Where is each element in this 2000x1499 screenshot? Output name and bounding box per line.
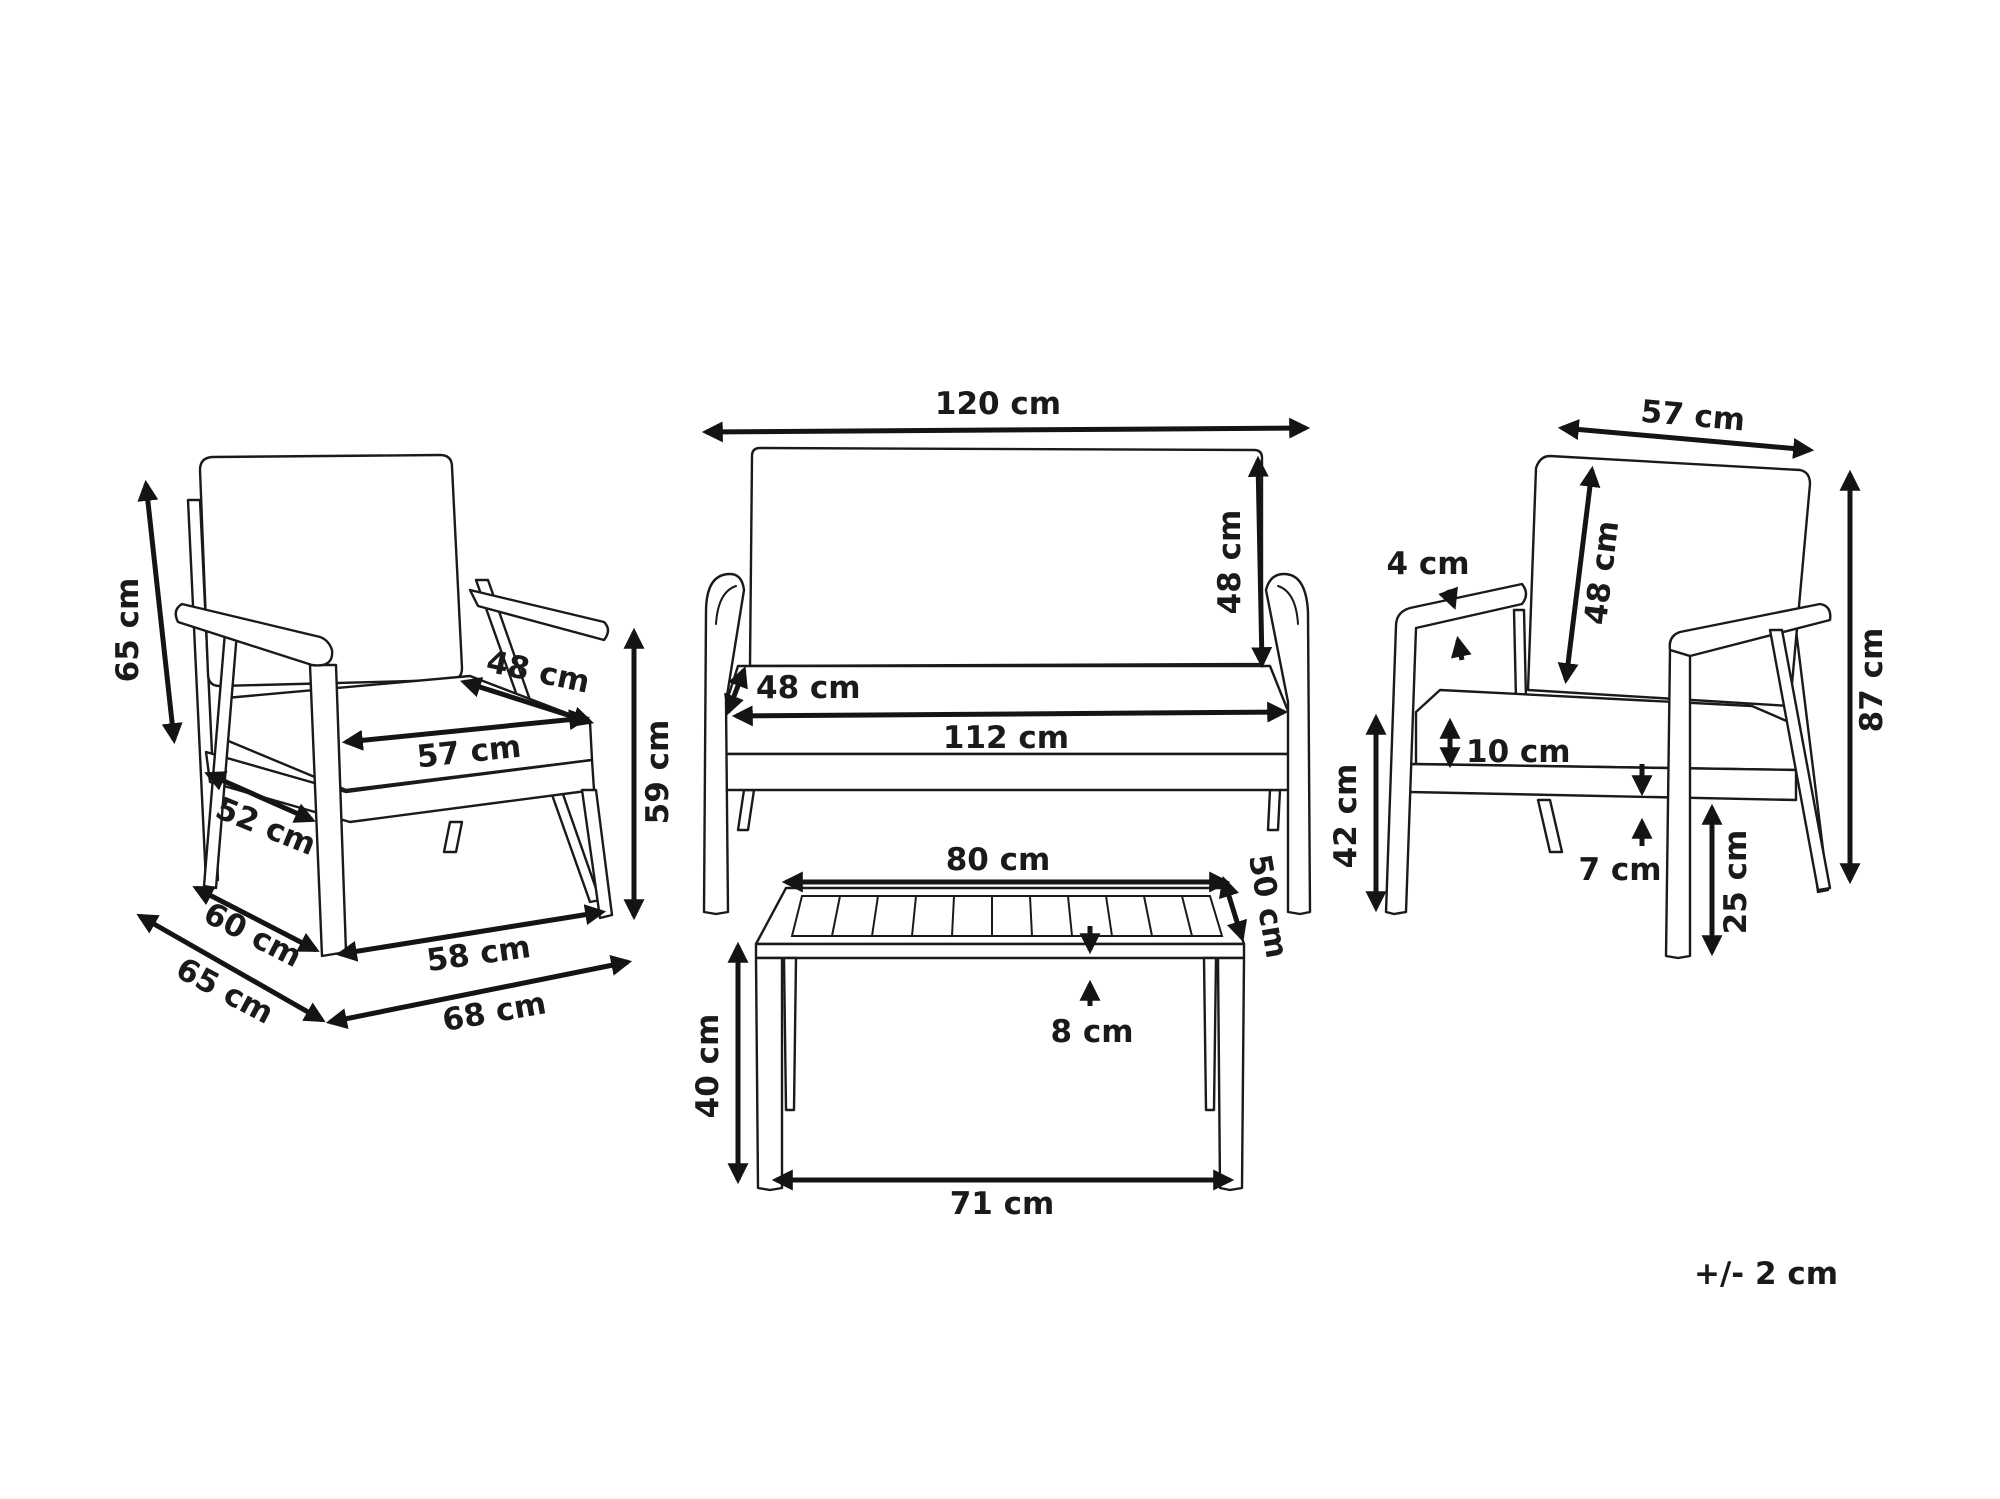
table-apron (754, 942, 1246, 960)
dim-left-side-depth (204, 771, 316, 823)
label-sofa-overall-width: 120 cm (935, 386, 1061, 422)
dim-left-back-height (137, 479, 183, 745)
label-table-top-width: 80 cm (946, 842, 1051, 878)
dim-table-top-depth (1218, 875, 1248, 943)
armchair-left-drawing (174, 453, 614, 958)
right-chair-front-leg (1664, 648, 1692, 960)
label-sofa-seat-depth: 48 cm (756, 670, 861, 706)
dim-left-seat-width (341, 709, 591, 751)
label-right-arm-thickness: 4 cm (1386, 546, 1469, 582)
dim-right-back-height (1557, 465, 1601, 685)
dimension-lines (136, 417, 1861, 1191)
label-right-frame-thickness: 7 cm (1578, 852, 1661, 888)
label-left-base-depth: 60 cm (198, 895, 308, 975)
sofa-back-cushion (748, 446, 1264, 668)
label-left-arm-height: 59 cm (640, 720, 676, 825)
dim-right-width (1557, 419, 1815, 459)
right-chair-left-arm-leg (1384, 582, 1528, 916)
dim-sofa-back-height (1247, 455, 1273, 669)
table-back-leg-left (782, 956, 798, 1112)
table-back-leg-right (1202, 956, 1218, 1112)
table-leg-right (1216, 956, 1246, 1192)
dim-sofa-seat-width (731, 701, 1289, 727)
sofa-back-legs (736, 788, 1282, 832)
label-table-top-depth: 50 cm (1241, 852, 1295, 961)
right-chair-right-arm (1668, 602, 1832, 658)
dim-right-arm-thickness-lower (1450, 635, 1472, 661)
label-table-height: 40 cm (690, 1014, 726, 1119)
label-sofa-seat-width: 112 cm (943, 720, 1069, 756)
dim-left-overall-depth (136, 913, 326, 1023)
label-right-seat-height: 42 cm (1328, 764, 1364, 869)
label-left-overall-width: 68 cm (440, 985, 549, 1039)
label-sofa-back-height: 48 cm (1212, 510, 1248, 615)
label-right-width: 57 cm (1639, 394, 1746, 439)
label-table-base-width: 71 cm (950, 1186, 1055, 1222)
label-right-total-height: 87 cm (1854, 628, 1890, 733)
sofa-front-rail (720, 752, 1292, 792)
dim-left-overall-width (325, 955, 633, 1029)
right-chair-front-leg-right (1768, 628, 1832, 892)
dim-left-base-width (335, 904, 607, 962)
dim-right-arm-thickness-upper (1438, 586, 1458, 610)
table-slats (831, 895, 1193, 937)
label-right-cushion-thickness: 10 cm (1466, 734, 1571, 770)
sofa-right-arm-inner (1277, 585, 1299, 625)
dim-sofa-seat-depth (724, 666, 748, 716)
sofa-left-arm-inner (715, 585, 737, 625)
label-table-top-thickness: 8 cm (1050, 1014, 1133, 1050)
left-chair-front-leg-right (580, 788, 614, 920)
right-chair-back-left-post (1512, 608, 1528, 702)
coffee-table-drawing (754, 886, 1246, 1192)
label-right-leg-height: 25 cm (1718, 830, 1754, 935)
right-chair-back-legs (1536, 798, 1564, 854)
left-chair-back-right-leg (442, 820, 464, 854)
left-chair-right-arm (468, 588, 610, 642)
label-left-back-height: 65 cm (110, 578, 146, 683)
tolerance-note: +/- 2 cm (1694, 1256, 1838, 1292)
dim-sofa-overall-width (701, 417, 1311, 443)
table-leg-left (754, 956, 784, 1192)
